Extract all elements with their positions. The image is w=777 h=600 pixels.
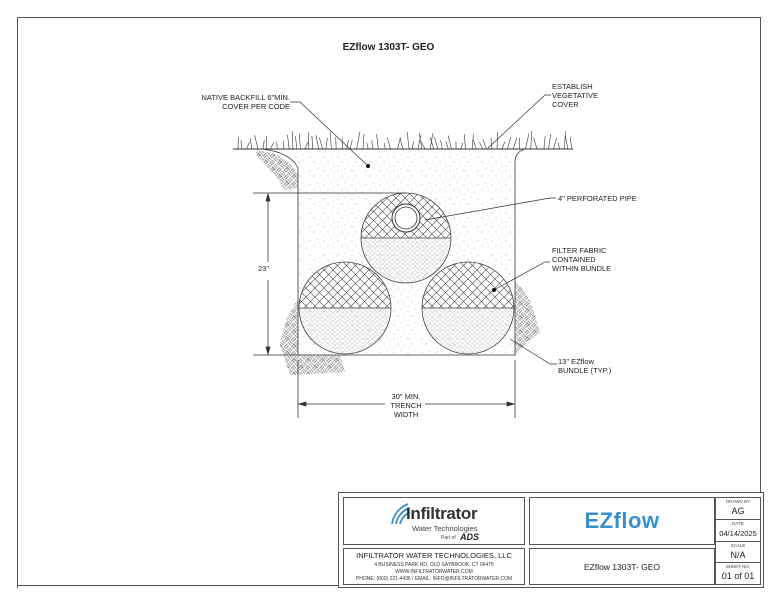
company-contact: PHONE: (800) 221-4436 / EMAIL: INFO@INFI… — [355, 576, 513, 582]
drawn-by-cell: DRAWN BY AG — [716, 498, 760, 520]
drawing-frame-bottom — [17, 585, 339, 586]
callout-vegetative: ESTABLISH VEGETATIVE COVER — [552, 82, 598, 109]
callout-line: FILTER FABRIC — [552, 246, 607, 255]
info-column: DRAWN BY AG DATE 04/14/2025 SCALE N/A SH… — [715, 497, 761, 585]
company-address: 4 BUSINESS PARK RD, OLD SAYBROOK, CT 064… — [374, 562, 494, 568]
company-name: INFILTRATOR WATER TECHNOLOGIES, LLC — [356, 551, 512, 560]
drawn-by-value: AG — [731, 506, 745, 516]
title-block: Infiltrator Water Technologies Part of A… — [338, 492, 764, 588]
company-website: WWW.INFILTRATORWATER.COM — [395, 569, 473, 575]
callout-line: 13" EZflow — [558, 357, 595, 366]
native-soil-left-lower — [280, 300, 345, 375]
logo-part-of: Part of — [441, 535, 456, 541]
leader-lines — [290, 94, 557, 365]
width-dimension-label: 30" MIN. TRENCH WIDTH — [376, 392, 436, 419]
ezflow-logo: EZflow — [584, 508, 660, 533]
ezflow-bundle-left — [298, 261, 392, 355]
callout-line: ESTABLISH — [552, 82, 593, 91]
callout-line: BUNDLE (TYP.) — [558, 366, 612, 375]
callout-line: WITHIN BUNDLE — [552, 264, 612, 273]
company-info: INFILTRATOR WATER TECHNOLOGIES, LLC 4 BU… — [343, 548, 525, 585]
sheet-label: SHEET NO. — [725, 564, 751, 569]
callout-fabric: FILTER FABRIC CONTAINED WITHIN BUNDLE — [552, 246, 611, 273]
title-block-drawing-title: EZflow 1303T- GEO — [583, 562, 661, 572]
native-soil-right — [515, 280, 540, 355]
dimension-line: 30" MIN. — [391, 392, 421, 401]
date-value: 04/14/2025 — [719, 529, 757, 538]
drawing-title: EZflow 1303T- GEO — [342, 42, 435, 53]
callout-line: COVER PER CODE — [222, 102, 290, 111]
native-soil-left-upper — [256, 150, 298, 190]
scale-cell: SCALE N/A — [716, 542, 760, 563]
date-label: DATE — [732, 521, 744, 526]
callout-backfill: NATIVE BACKFILL 6"MIN. COVER PER CODE — [200, 93, 290, 111]
dimension-line: TRENCH — [390, 401, 422, 410]
scale-label: SCALE — [730, 543, 746, 548]
water-arcs-icon — [391, 503, 410, 524]
company-logo: Infiltrator Water Technologies Part of A… — [343, 497, 525, 545]
drawn-by-label: DRAWN BY — [725, 499, 751, 504]
sheet-value: 01 of 01 — [721, 571, 755, 581]
drawing-frame — [17, 17, 761, 588]
perforated-pipe — [391, 203, 421, 233]
callout-line: VEGETATIVE — [552, 91, 598, 100]
sheet-cell: SHEET NO. 01 of 01 — [716, 563, 760, 584]
logo-name: Infiltrator — [406, 504, 478, 523]
ezflow-bundle-right — [421, 261, 515, 355]
callout-pipe: 4" PERFORATED PIPE — [558, 194, 637, 203]
dimension-line: WIDTH — [393, 410, 419, 419]
callout-line: CONTAINED — [552, 255, 596, 264]
grass-blades — [237, 131, 572, 150]
ads-logo: ADS — [460, 532, 480, 542]
height-dimension — [265, 192, 271, 356]
date-cell: DATE 04/14/2025 — [716, 520, 760, 542]
grass — [237, 131, 572, 150]
height-dimension-label: 23" — [258, 264, 270, 273]
drawing-title-box: EZflow 1303T- GEO — [529, 548, 715, 585]
scale-value: N/A — [730, 550, 746, 560]
product-logo-box: EZflow — [529, 497, 715, 545]
callout-bundle: 13" EZflow BUNDLE (TYP.) — [558, 357, 611, 375]
logo-subtitle: Water Technologies — [412, 524, 478, 533]
callout-line: NATIVE BACKFILL 6"MIN. — [201, 93, 290, 102]
callout-line: COVER — [552, 100, 579, 109]
width-dimension — [297, 360, 516, 418]
